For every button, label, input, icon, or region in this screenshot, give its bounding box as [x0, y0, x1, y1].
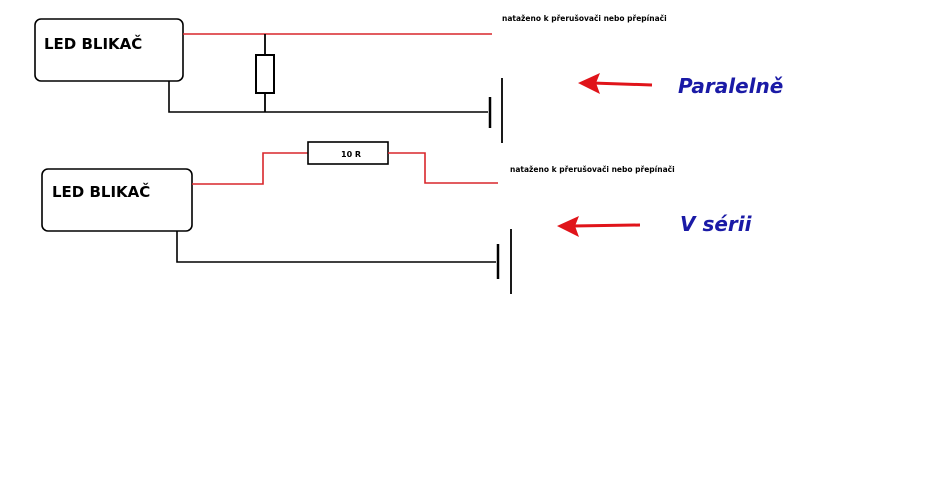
caption-series: V sérii: [680, 212, 753, 236]
series-resistor-label: 10 R: [341, 150, 361, 159]
caption-parallel: Paralelně: [678, 74, 783, 98]
series-circuit: LED BLIKAČ 10 R nataženo k přerušovači n…: [41, 141, 753, 294]
parallel-circuit: LED BLIKAČ nataženo k přerušovači nebo p…: [34, 14, 783, 143]
switch-note-top: nataženo k přerušovači nebo přepínači: [502, 14, 667, 23]
led-blinker-box-top: [34, 18, 184, 82]
led-blinker-label-bottom: LED BLIKAČ: [52, 182, 150, 201]
led-blinker-label-top: LED BLIKAČ: [44, 34, 142, 53]
ground-wire-bottom: [176, 231, 496, 263]
led-blinker-box-bottom: [41, 168, 193, 232]
arrow-parallel: [578, 73, 653, 94]
signal-wire-bottom-right: [388, 152, 498, 184]
signal-wire-bottom-left: [192, 152, 308, 185]
ground-wire-top: [168, 81, 488, 113]
arrow-series: [557, 216, 641, 237]
switch-note-bottom: nataženo k přerušovači nebo přepínači: [510, 165, 675, 174]
parallel-resistor: [255, 54, 275, 94]
